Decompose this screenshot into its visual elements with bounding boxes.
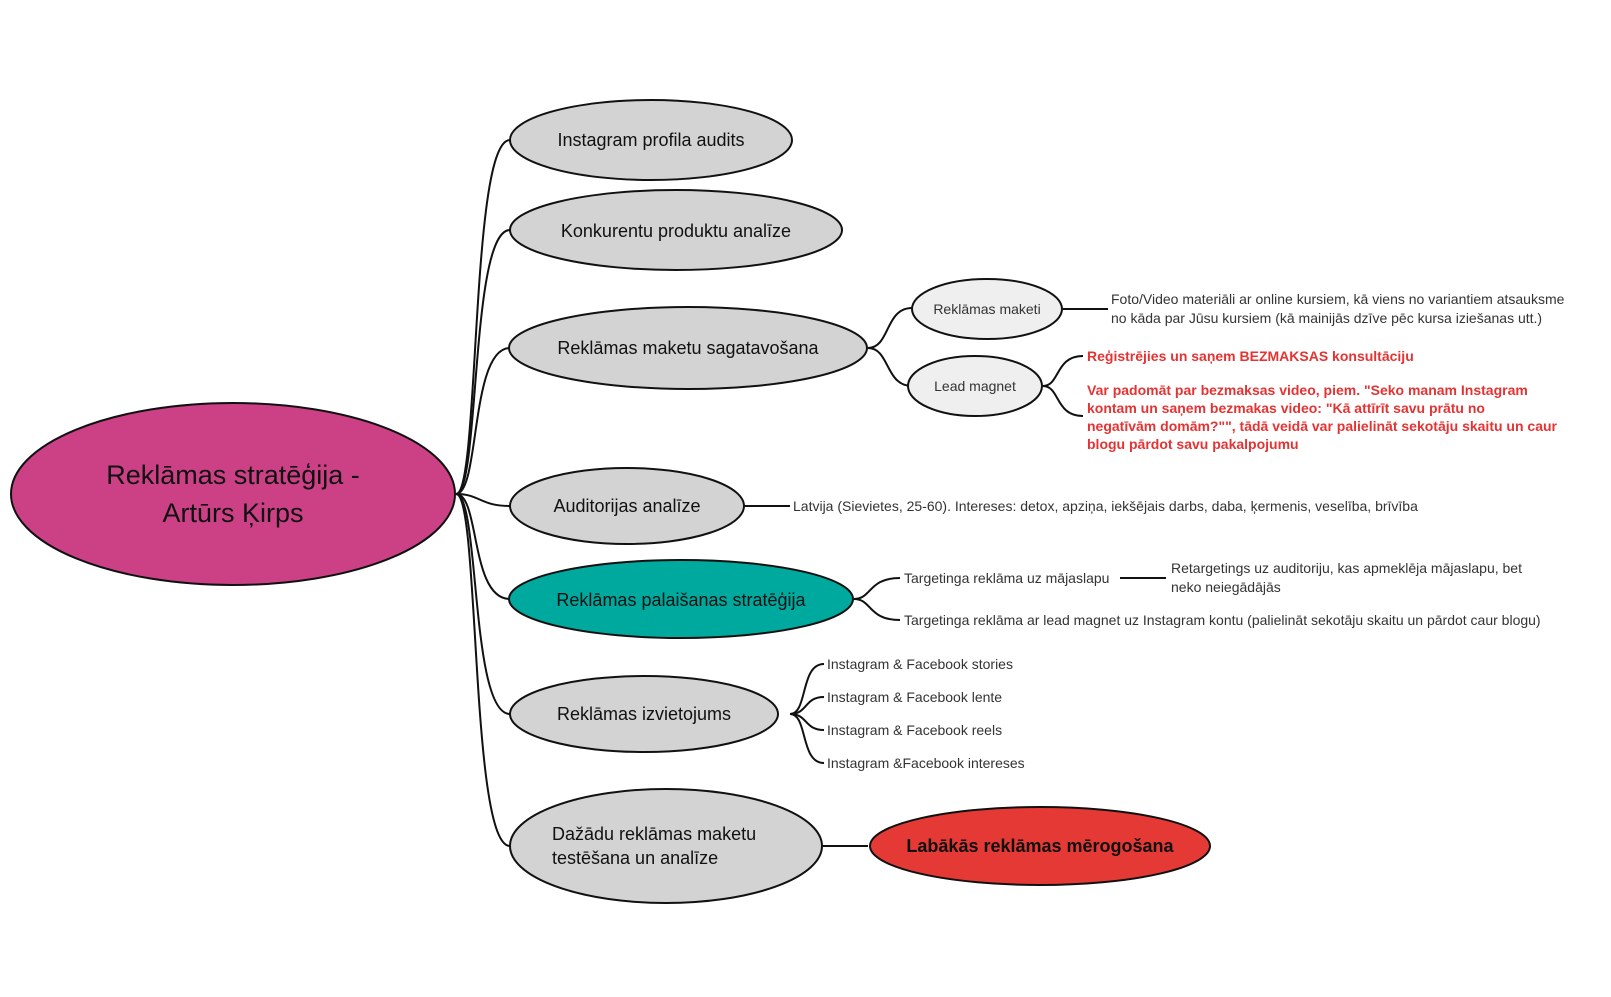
- branch-ellipse: [509, 467, 745, 545]
- maketi-note-line2: no kāda par Jūsu kursiem (kā mainijās dz…: [1111, 310, 1542, 326]
- branch-ad-mockups[interactable]: Reklāmas maketu sagatavošana: [508, 306, 868, 390]
- lead-note-2-line2: kontam un saņem bezmakas video: "Kā attī…: [1087, 400, 1485, 416]
- edge-lead-note2: [1042, 385, 1084, 417]
- edge-audience: [455, 493, 511, 507]
- scaling-label: Labākās reklāmas mērogošana: [906, 836, 1174, 856]
- branch-ellipse: [509, 675, 779, 753]
- edge-competitor: [455, 229, 511, 495]
- sub-edges: [744, 307, 1166, 847]
- lead-note-1: Reģistrējies un saņem BEZMAKSAS konsultā…: [1087, 348, 1414, 364]
- edge-launch-lead: [853, 598, 901, 621]
- root-title-line1: Reklāmas stratēģija -: [106, 460, 360, 490]
- edge-lead-note1: [1042, 355, 1084, 387]
- edge-launch: [455, 493, 511, 600]
- sub-label: Reklāmas maketi: [933, 301, 1040, 317]
- launch-item-lead: Targetinga reklāma ar lead magnet uz Ins…: [904, 612, 1541, 628]
- maketi-note-line1: Foto/Video materiāli ar online kursiem, …: [1111, 291, 1565, 307]
- branch-launch[interactable]: Reklāmas palaišanas stratēģija: [508, 559, 854, 639]
- site-note-line1: Retargetings uz auditoriju, kas apmeklēj…: [1171, 560, 1522, 576]
- branch-ellipse: [508, 559, 854, 639]
- edge-launch-site: [853, 577, 901, 600]
- branch-audience[interactable]: Auditorijas analīze: [509, 467, 745, 545]
- placement-item: Instagram & Facebook stories: [827, 656, 1013, 672]
- branch-ellipse: [509, 99, 793, 181]
- branch-testing[interactable]: Dažādu reklāmas maketu testēšana un anal…: [509, 788, 823, 904]
- scaling-ellipse: [869, 806, 1211, 886]
- branch-label: Reklāmas maketu sagatavošana: [557, 338, 819, 358]
- lead-note-2-line4: blogu pārdot savu pakalpojumu: [1087, 436, 1299, 452]
- lead-note-2-line1: Var padomāt par bezmaksas video, piem. "…: [1087, 382, 1528, 398]
- lead-note-2-line3: negatīvām domām?"", tādā veidā var palie…: [1087, 418, 1558, 434]
- sub-node-maketi[interactable]: Reklāmas maketi: [911, 278, 1063, 340]
- branch-label-line2: testēšana un analīze: [552, 848, 718, 868]
- scaling-node[interactable]: Labākās reklāmas mērogošana: [869, 806, 1211, 886]
- branch-instagram-audit[interactable]: Instagram profila audits: [509, 99, 793, 181]
- edge-lead: [867, 347, 913, 387]
- placement-item: Instagram &Facebook intereses: [827, 755, 1025, 771]
- audience-note: Latvija (Sievietes, 25-60). Intereses: d…: [793, 498, 1418, 514]
- sub-ellipse: [911, 278, 1063, 340]
- edge-placement: [455, 493, 511, 715]
- site-note-line2: neko neiegādājās: [1171, 579, 1281, 595]
- sub-node-lead-magnet[interactable]: Lead magnet: [907, 355, 1043, 417]
- launch-item-site: Targetinga reklāma uz mājaslapu: [904, 570, 1109, 586]
- edge-instagram-audit: [455, 139, 511, 495]
- edge-ad-mockups: [455, 347, 511, 495]
- placement-item: Instagram & Facebook reels: [827, 722, 1002, 738]
- branch-label: Reklāmas palaišanas stratēģija: [556, 590, 806, 610]
- root-node[interactable]: Reklāmas stratēģija - Artūrs Ķirps: [10, 402, 456, 586]
- edge-testing: [455, 493, 511, 847]
- branch-label-line1: Dažādu reklāmas maketu: [552, 824, 756, 844]
- branch-placement[interactable]: Reklāmas izvietojums: [509, 675, 779, 753]
- branch-ellipse: [508, 306, 868, 390]
- sub-label: Lead magnet: [934, 378, 1016, 394]
- branch-label: Reklāmas izvietojums: [557, 704, 731, 724]
- root-ellipse: [10, 402, 456, 586]
- branch-label: Auditorijas analīze: [553, 496, 700, 516]
- edge-placement-4: [789, 713, 825, 764]
- edge-maketi: [867, 307, 913, 349]
- root-edges: [455, 139, 511, 847]
- branch-ellipse: [509, 788, 823, 904]
- branch-ellipse: [509, 189, 843, 271]
- branch-label: Instagram profila audits: [557, 130, 744, 150]
- placement-item: Instagram & Facebook lente: [827, 689, 1002, 705]
- sub-ellipse: [907, 355, 1043, 417]
- branch-competitor[interactable]: Konkurentu produktu analīze: [509, 189, 843, 271]
- edge-placement-1: [789, 663, 825, 715]
- branch-label: Konkurentu produktu analīze: [561, 221, 791, 241]
- root-title-line2: Artūrs Ķirps: [162, 498, 303, 528]
